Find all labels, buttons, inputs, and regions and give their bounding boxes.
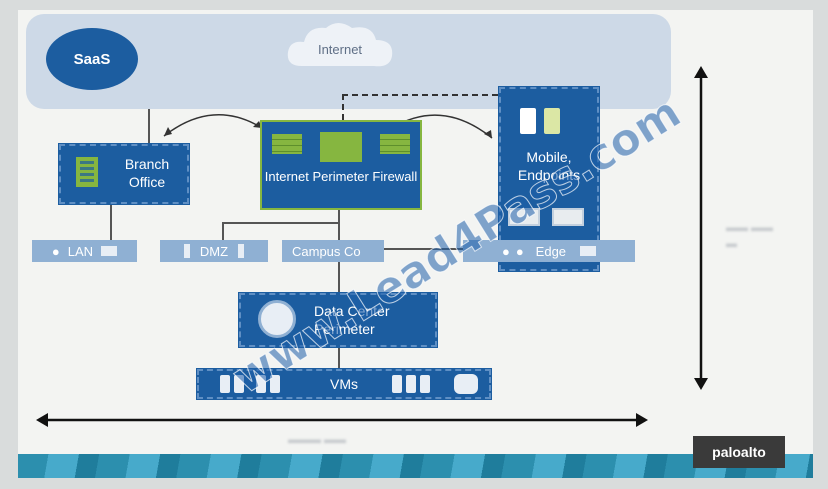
- vm-icon: [270, 375, 280, 393]
- vm-icon: [234, 375, 244, 393]
- saas-branch-line: [148, 109, 150, 145]
- campus-zone: Campus Co: [282, 240, 384, 262]
- horizontal-arrow: [36, 413, 648, 427]
- dmz-drop-line: [222, 222, 224, 240]
- building-icon: [320, 132, 362, 162]
- lan-label: LAN: [67, 243, 94, 259]
- dmz-label: DMZ: [199, 243, 229, 259]
- lan-zone: ● LAN: [32, 240, 137, 262]
- diagram-slide: SaaS Internet Branch Office Internet Per…: [18, 10, 813, 478]
- vm-icon: [220, 375, 230, 393]
- vm-icon: [256, 375, 266, 393]
- database-icon: [454, 374, 478, 394]
- data-center-label: Data Center Perimeter: [314, 303, 390, 337]
- mobile-endpoints-label: Mobile, Endpoints: [517, 149, 581, 183]
- laptop-icon: [508, 208, 540, 226]
- server-icon: [183, 244, 190, 258]
- internet-cloud-icon: [287, 23, 393, 67]
- firewall-dmz-line: [222, 222, 340, 224]
- branch-firewall-arrow: [163, 114, 263, 137]
- data-center-perimeter-box: Data Center Perimeter: [238, 292, 438, 348]
- dmz-zone: DMZ: [160, 240, 268, 262]
- internet-perimeter-firewall-box: Internet Perimeter Firewall: [260, 120, 422, 210]
- laptop-icon: [580, 246, 597, 256]
- firewall-dotted-drop: [342, 94, 344, 120]
- building-icon: [76, 157, 98, 187]
- blurred-bottom-text: ▬▬▬ ▬▬: [288, 434, 347, 446]
- vms-box: VMs: [196, 368, 492, 400]
- blurred-side-text: ▬▬ ▬▬ ▬: [726, 222, 774, 250]
- user-icon: ●: [501, 243, 510, 259]
- firewall-icon: [258, 300, 296, 338]
- vms-label: VMs: [330, 376, 358, 392]
- footer-band: [18, 454, 813, 478]
- vm-icon: [392, 375, 402, 393]
- tablet-icon: [544, 108, 560, 134]
- saas-node: SaaS: [46, 28, 138, 90]
- branch-lan-line: [110, 205, 112, 240]
- campus-label: Campus Co: [292, 243, 361, 259]
- internet-label: Internet: [317, 42, 363, 57]
- server-icon: [238, 244, 245, 258]
- user-icon: ●: [51, 243, 60, 259]
- edge-zone: ● ● Edge: [463, 240, 635, 262]
- vertical-arrow: [694, 66, 708, 390]
- firewall-label: Internet Perimeter Firewall: [264, 169, 418, 184]
- branch-office-label: Branch Office: [124, 156, 170, 190]
- edge-label: Edge: [535, 243, 567, 259]
- laptop-icon: [552, 208, 584, 226]
- phone-icon: [520, 108, 536, 134]
- firewall-brick-icon: [272, 134, 302, 154]
- paloalto-logo: paloalto: [693, 436, 785, 468]
- user-icon: ●: [515, 243, 524, 259]
- vm-icon: [406, 375, 416, 393]
- firewall-brick-icon: [380, 134, 410, 154]
- campus-edge-line: [384, 248, 464, 250]
- firewall-mobile-dotted-line: [342, 94, 498, 96]
- laptop-icon: [101, 246, 118, 256]
- vm-icon: [420, 375, 430, 393]
- dc-vms-line: [338, 348, 340, 368]
- branch-office-box: Branch Office: [58, 143, 190, 205]
